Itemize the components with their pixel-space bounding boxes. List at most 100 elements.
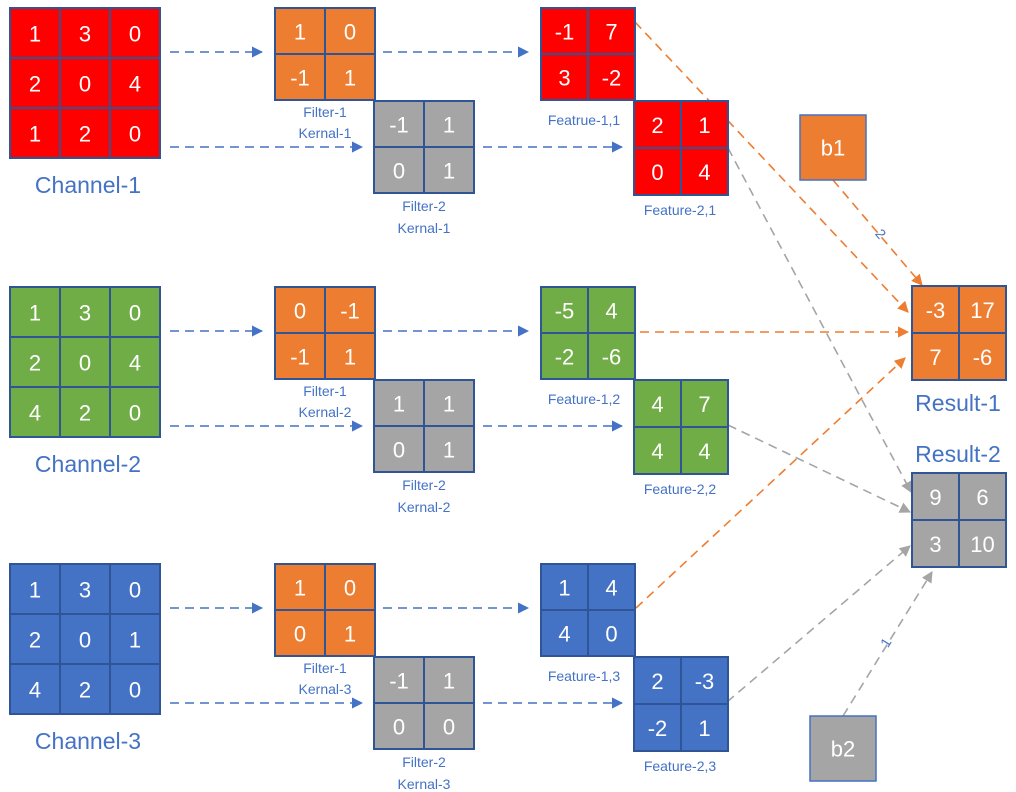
grid-cell	[587, 609, 636, 657]
grid-cell	[274, 332, 326, 380]
grid-cell	[59, 386, 111, 438]
filter-label: Filter-1	[303, 383, 347, 399]
cell-value: 4	[29, 678, 41, 703]
cell-value: 1	[294, 576, 306, 601]
grid-cell	[680, 703, 729, 752]
grid-cell	[324, 609, 376, 657]
feature-label: Feature-2,2	[644, 481, 717, 497]
cell-value: 4	[558, 622, 570, 647]
cell-value: 4	[651, 392, 663, 417]
cell-value: -1	[389, 113, 409, 138]
cell-value: 3	[79, 22, 91, 47]
result-label: Result-1	[915, 390, 1001, 416]
cell-value: 7	[929, 345, 941, 370]
cell-value: 1	[344, 345, 356, 370]
cell-value: 1	[443, 669, 455, 694]
bias-label: b2	[831, 737, 855, 762]
grid-cell	[274, 53, 326, 101]
arrow-feature11-to-result1	[634, 21, 909, 313]
cell-value: 0	[294, 622, 306, 647]
grid-cell	[633, 703, 682, 752]
grid-cell	[633, 100, 682, 149]
cell-value: -6	[602, 345, 622, 370]
cell-value: 6	[976, 485, 988, 510]
grid-cell	[958, 472, 1007, 521]
feature-label: Feature-1,2	[548, 391, 621, 407]
cell-value: 1	[129, 628, 141, 653]
cell-value: 0	[129, 22, 141, 47]
filter-label: Filter-1	[303, 104, 347, 120]
cell-value: 9	[929, 485, 941, 510]
cell-value: 7	[698, 392, 710, 417]
grid-cell	[373, 425, 425, 473]
grid-cell	[59, 107, 111, 159]
cell-value: 1	[698, 716, 710, 741]
feature-label: Featrue-1,1	[548, 112, 621, 128]
cell-value: 4	[698, 160, 710, 185]
filter-label: Filter-2	[402, 754, 446, 770]
channel-label: Channel-3	[35, 728, 141, 754]
filter-label: Filter-1	[303, 660, 347, 676]
cell-value: 4	[605, 576, 617, 601]
bias-b2-box	[809, 715, 877, 782]
grid-cell	[423, 379, 475, 427]
cell-value: 0	[294, 299, 306, 324]
grid-cell	[324, 53, 376, 101]
cell-value: 1	[344, 66, 356, 91]
cell-value: -1	[389, 669, 409, 694]
cell-value: -1	[555, 20, 575, 45]
cell-value: 1	[443, 438, 455, 463]
feature-label: Feature-1,3	[548, 668, 621, 684]
cell-value: 1	[29, 22, 41, 47]
grid-cell	[587, 53, 636, 101]
grid-cell	[109, 613, 161, 665]
cell-value: 4	[605, 299, 617, 324]
grid-cell	[109, 107, 161, 159]
cell-value: -1	[340, 299, 360, 324]
kernel-label: Kernal-2	[299, 404, 352, 420]
grid-cell	[680, 379, 729, 428]
grid-cell	[274, 609, 326, 657]
bias-b1-box	[799, 114, 867, 181]
kernel-label: Kernal-2	[398, 499, 451, 515]
grid-cell	[540, 609, 589, 657]
cell-value: 1	[29, 301, 41, 326]
cell-value: -1	[290, 345, 310, 370]
filter-1-kernel-2: 0 -1 -1 1	[274, 286, 376, 380]
cell-value: -2	[648, 716, 668, 741]
grid-cell	[109, 386, 161, 438]
arrow-feature13-to-result1	[635, 357, 906, 609]
cell-value: 1	[443, 392, 455, 417]
cell-value: -2	[555, 345, 575, 370]
grid-cell	[324, 286, 376, 334]
grid-cell	[958, 285, 1007, 334]
cell-value: 4	[698, 439, 710, 464]
cell-value: 7	[605, 20, 617, 45]
grid-cell	[109, 663, 161, 715]
grid-cell	[9, 7, 61, 59]
bias-label: b1	[821, 136, 845, 161]
arrow-b1-to-result1	[832, 179, 923, 286]
grid-cell	[587, 7, 636, 55]
cell-value: -6	[973, 345, 993, 370]
labels: Channel-1Filter-1Kernal-1Filter-2Kernal-…	[35, 104, 1001, 792]
grid-cell	[423, 100, 475, 148]
grid-cell	[958, 332, 1007, 381]
grid-cell	[680, 656, 729, 705]
cell-value: 1	[29, 122, 41, 147]
grid-cell	[373, 100, 425, 148]
grid-cell	[423, 425, 475, 473]
